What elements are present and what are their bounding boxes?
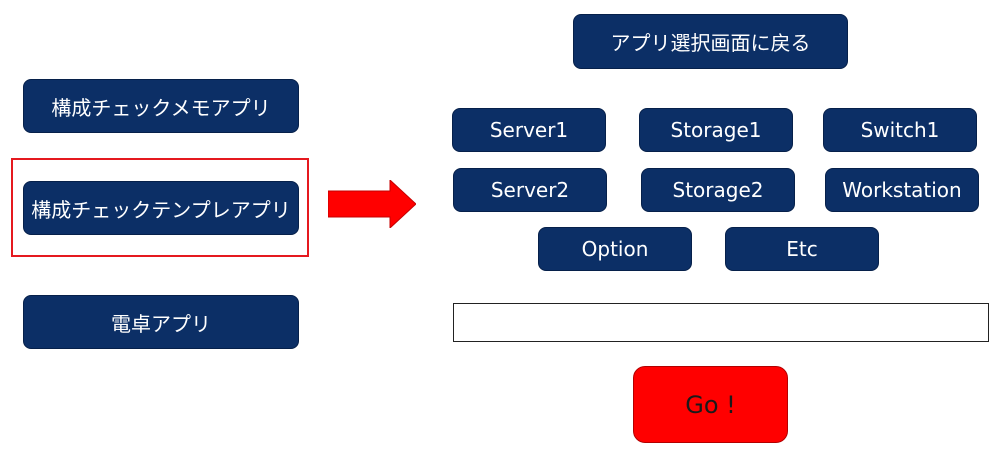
calculator-app-button[interactable]: 電卓アプリ: [23, 295, 299, 349]
category-button-option[interactable]: Option: [538, 227, 692, 271]
category-button-switch1[interactable]: Switch1: [823, 108, 977, 152]
category-label: Storage2: [672, 178, 764, 202]
category-button-server1[interactable]: Server1: [452, 108, 606, 152]
category-label: Server2: [490, 178, 570, 202]
category-label: Etc: [786, 237, 818, 261]
category-label: Storage1: [670, 118, 762, 142]
category-label: Switch1: [860, 118, 940, 142]
output-text-field[interactable]: [453, 303, 989, 342]
memo-app-label: 構成チェックメモアプリ: [51, 95, 271, 120]
category-button-etc[interactable]: Etc: [725, 227, 879, 271]
category-button-storage2[interactable]: Storage2: [641, 168, 795, 212]
selected-highlight-frame: [11, 158, 309, 257]
category-button-server2[interactable]: Server2: [453, 168, 607, 212]
memo-app-button[interactable]: 構成チェックメモアプリ: [23, 79, 299, 133]
template-app-button[interactable]: 構成チェックテンプレアプリ: [23, 181, 299, 235]
go-button[interactable]: Go !: [633, 366, 788, 443]
category-label: Workstation: [842, 178, 962, 202]
category-label: Server1: [489, 118, 569, 142]
right-arrow-icon: [328, 180, 416, 228]
category-button-workstation[interactable]: Workstation: [825, 168, 979, 212]
template-app-label: 構成チェックテンプレアプリ: [31, 197, 291, 222]
go-button-label: Go !: [685, 390, 736, 419]
back-button-label: アプリ選択画面に戻る: [610, 31, 811, 55]
back-to-app-select-button[interactable]: アプリ選択画面に戻る: [573, 14, 848, 69]
category-button-storage1[interactable]: Storage1: [639, 108, 793, 152]
calculator-app-label: 電卓アプリ: [111, 311, 211, 336]
category-label: Option: [581, 237, 649, 261]
